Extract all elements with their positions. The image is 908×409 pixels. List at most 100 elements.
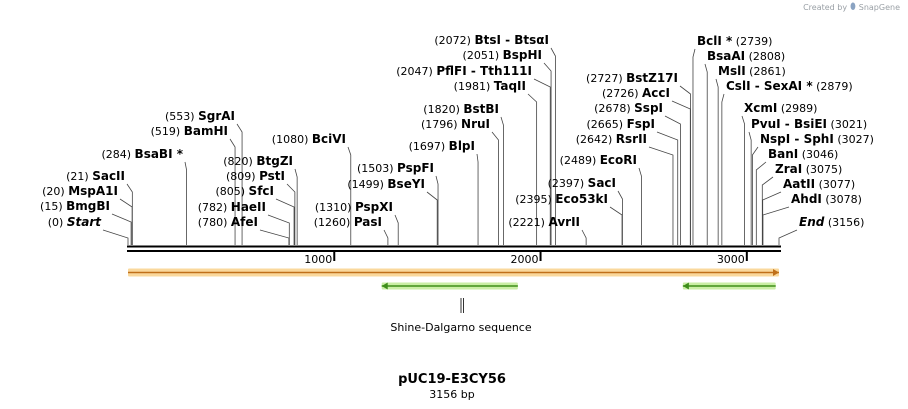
connector-ahdi: [762, 206, 790, 245]
site-haeii[interactable]: (782) HaeII: [198, 200, 266, 214]
axis-tick-label-2000: 2000: [511, 253, 539, 266]
connector-nspi-sphi: [751, 146, 759, 245]
site-eco53ki[interactable]: (2395) Eco53kI: [515, 192, 608, 206]
site-label-pspfi: (1503) PspFI: [357, 161, 434, 175]
site-bani[interactable]: BanI (3046): [768, 147, 838, 161]
site-position: (20): [42, 185, 65, 198]
site-label-saci: (2397) SacI: [548, 176, 616, 190]
site-label-sacii: (21) SacII: [66, 169, 125, 183]
site-pspfi[interactable]: (1503) PspFI: [357, 161, 434, 175]
site-bstbi[interactable]: (1820) BstBI: [423, 102, 499, 116]
site-label-nrui: (1796) NruI: [421, 117, 490, 131]
site-label-start: (0) Start: [48, 215, 102, 229]
site-sgrai[interactable]: (553) SgrAI: [165, 109, 235, 123]
site-position: (3046): [802, 148, 839, 161]
connector-bani: [755, 161, 767, 245]
connector-blpi: [476, 153, 479, 245]
site-label-bani: BanI (3046): [768, 147, 838, 161]
site-sfci[interactable]: (805) SfcI: [215, 184, 274, 198]
site-position: (553): [165, 110, 195, 123]
site-label-ahdi: AhdI (3078): [791, 192, 862, 206]
site-position: (1260): [314, 216, 351, 229]
site-position: (820): [223, 155, 253, 168]
site-pvui-bsiei[interactable]: PvuI - BsiEI (3021): [751, 117, 867, 131]
site-bmgbi[interactable]: (15) BmgBI: [40, 199, 110, 213]
connector-bseyi: [426, 191, 438, 245]
connector-end: [778, 229, 798, 245]
connector-bsphi: [543, 62, 552, 245]
site-mspa1i[interactable]: (20) MspA1I: [42, 184, 118, 198]
site-bstz17i[interactable]: (2727) BstZ17I: [586, 71, 678, 85]
site-position: (2072): [434, 34, 471, 47]
site-name: AvrII: [548, 215, 580, 229]
site-btsi-bts-i[interactable]: (2072) BtsI - BtsαI: [434, 33, 549, 47]
site-bcivi[interactable]: (1080) BciVI: [272, 132, 346, 146]
site-position: (2489): [560, 154, 597, 167]
site-sacii[interactable]: (21) SacII: [66, 169, 125, 183]
site-position: (3027): [837, 133, 874, 146]
site-pspxi[interactable]: (1310) PspXI: [315, 200, 393, 214]
site-end[interactable]: End (3156): [799, 215, 864, 229]
site-bamhi[interactable]: (519) BamHI: [151, 124, 228, 138]
site-bsaai[interactable]: BsaAI (2808): [707, 49, 785, 63]
site-rsrii[interactable]: (2642) RsrII: [576, 132, 647, 146]
site-pflfi-tth111i[interactable]: (2047) PflFI - Tth111I: [396, 64, 532, 78]
site-position: (805): [215, 185, 245, 198]
site-position: (3078): [825, 193, 862, 206]
site-sspi[interactable]: (2678) SspI: [594, 101, 663, 115]
connector-btsi-bts-i: [550, 47, 556, 245]
connector-start: [102, 229, 129, 245]
site-label-msli: MslI (2861): [718, 64, 786, 78]
site-position: (1697): [409, 140, 446, 153]
site-position: (2051): [463, 49, 500, 62]
site-pasi[interactable]: (1260) PasI: [314, 215, 382, 229]
connector-ecori: [638, 167, 642, 245]
connector-acci: [671, 100, 691, 245]
site-name: SspI: [634, 101, 663, 115]
site-name: BmgBI: [66, 199, 110, 213]
site-position: (2727): [586, 72, 623, 85]
connector-sacii: [126, 183, 133, 245]
site-label-btsi-bts-i: (2072) BtsI - BtsαI: [434, 33, 549, 47]
site-aatii[interactable]: AatII (3077): [783, 177, 855, 191]
connector-msli: [715, 78, 719, 245]
site-bsphi[interactable]: (2051) BspHI: [463, 48, 542, 62]
site-msli[interactable]: MslI (2861): [718, 64, 786, 78]
site-afei[interactable]: (780) AfeI: [198, 215, 258, 229]
site-bcli-star[interactable]: BclI * (2739): [697, 34, 772, 48]
site-nrui[interactable]: (1796) NruI: [421, 117, 490, 131]
feature-arrowhead-icon: [773, 269, 779, 276]
feature-green-2[interactable]: [682, 282, 776, 290]
site-acci[interactable]: (2726) AccI: [602, 86, 670, 100]
site-psti[interactable]: (809) PstI: [226, 169, 285, 183]
site-bseyi[interactable]: (1499) BseYI: [347, 177, 425, 191]
site-avrii[interactable]: (2221) AvrII: [508, 215, 580, 229]
site-name: PvuI - BsiEI: [751, 117, 827, 131]
connector-bmgbi: [111, 213, 132, 245]
site-btgzi[interactable]: (820) BtgZI: [223, 154, 293, 168]
site-position: (2989): [781, 102, 818, 115]
site-name: AatII: [783, 177, 815, 191]
site-nspi-sphi[interactable]: NspI - SphI (3027): [760, 132, 874, 146]
site-blpi[interactable]: (1697) BlpI: [409, 139, 475, 153]
site-label-bsphi: (2051) BspHI: [463, 48, 542, 62]
site-zrai[interactable]: ZraI (3075): [775, 162, 842, 176]
site-position: (2879): [816, 80, 853, 93]
site-saci[interactable]: (2397) SacI: [548, 176, 616, 190]
site-xcmi[interactable]: XcmI (2989): [744, 101, 817, 115]
site-label-sgrai: (553) SgrAI: [165, 109, 235, 123]
site-taqii[interactable]: (1981) TaqII: [454, 79, 526, 93]
site-ecori[interactable]: (2489) EcoRI: [560, 153, 637, 167]
feature-orange-0[interactable]: [128, 268, 779, 277]
site-csli-sexai-star[interactable]: CslI - SexAI * (2879): [726, 79, 853, 93]
feature-green-1[interactable]: [381, 282, 518, 290]
site-start[interactable]: (0) Start: [48, 215, 102, 229]
site-name: SacI: [588, 176, 616, 190]
site-label-eco53ki: (2395) Eco53kI: [515, 192, 608, 206]
site-name: BsaAI: [707, 49, 745, 63]
connector-bstz17i: [679, 85, 691, 245]
site-bsabi-star[interactable]: (284) BsaBI *: [101, 147, 183, 161]
site-ahdi[interactable]: AhdI (3078): [791, 192, 862, 206]
site-fspi[interactable]: (2665) FspI: [587, 117, 655, 131]
